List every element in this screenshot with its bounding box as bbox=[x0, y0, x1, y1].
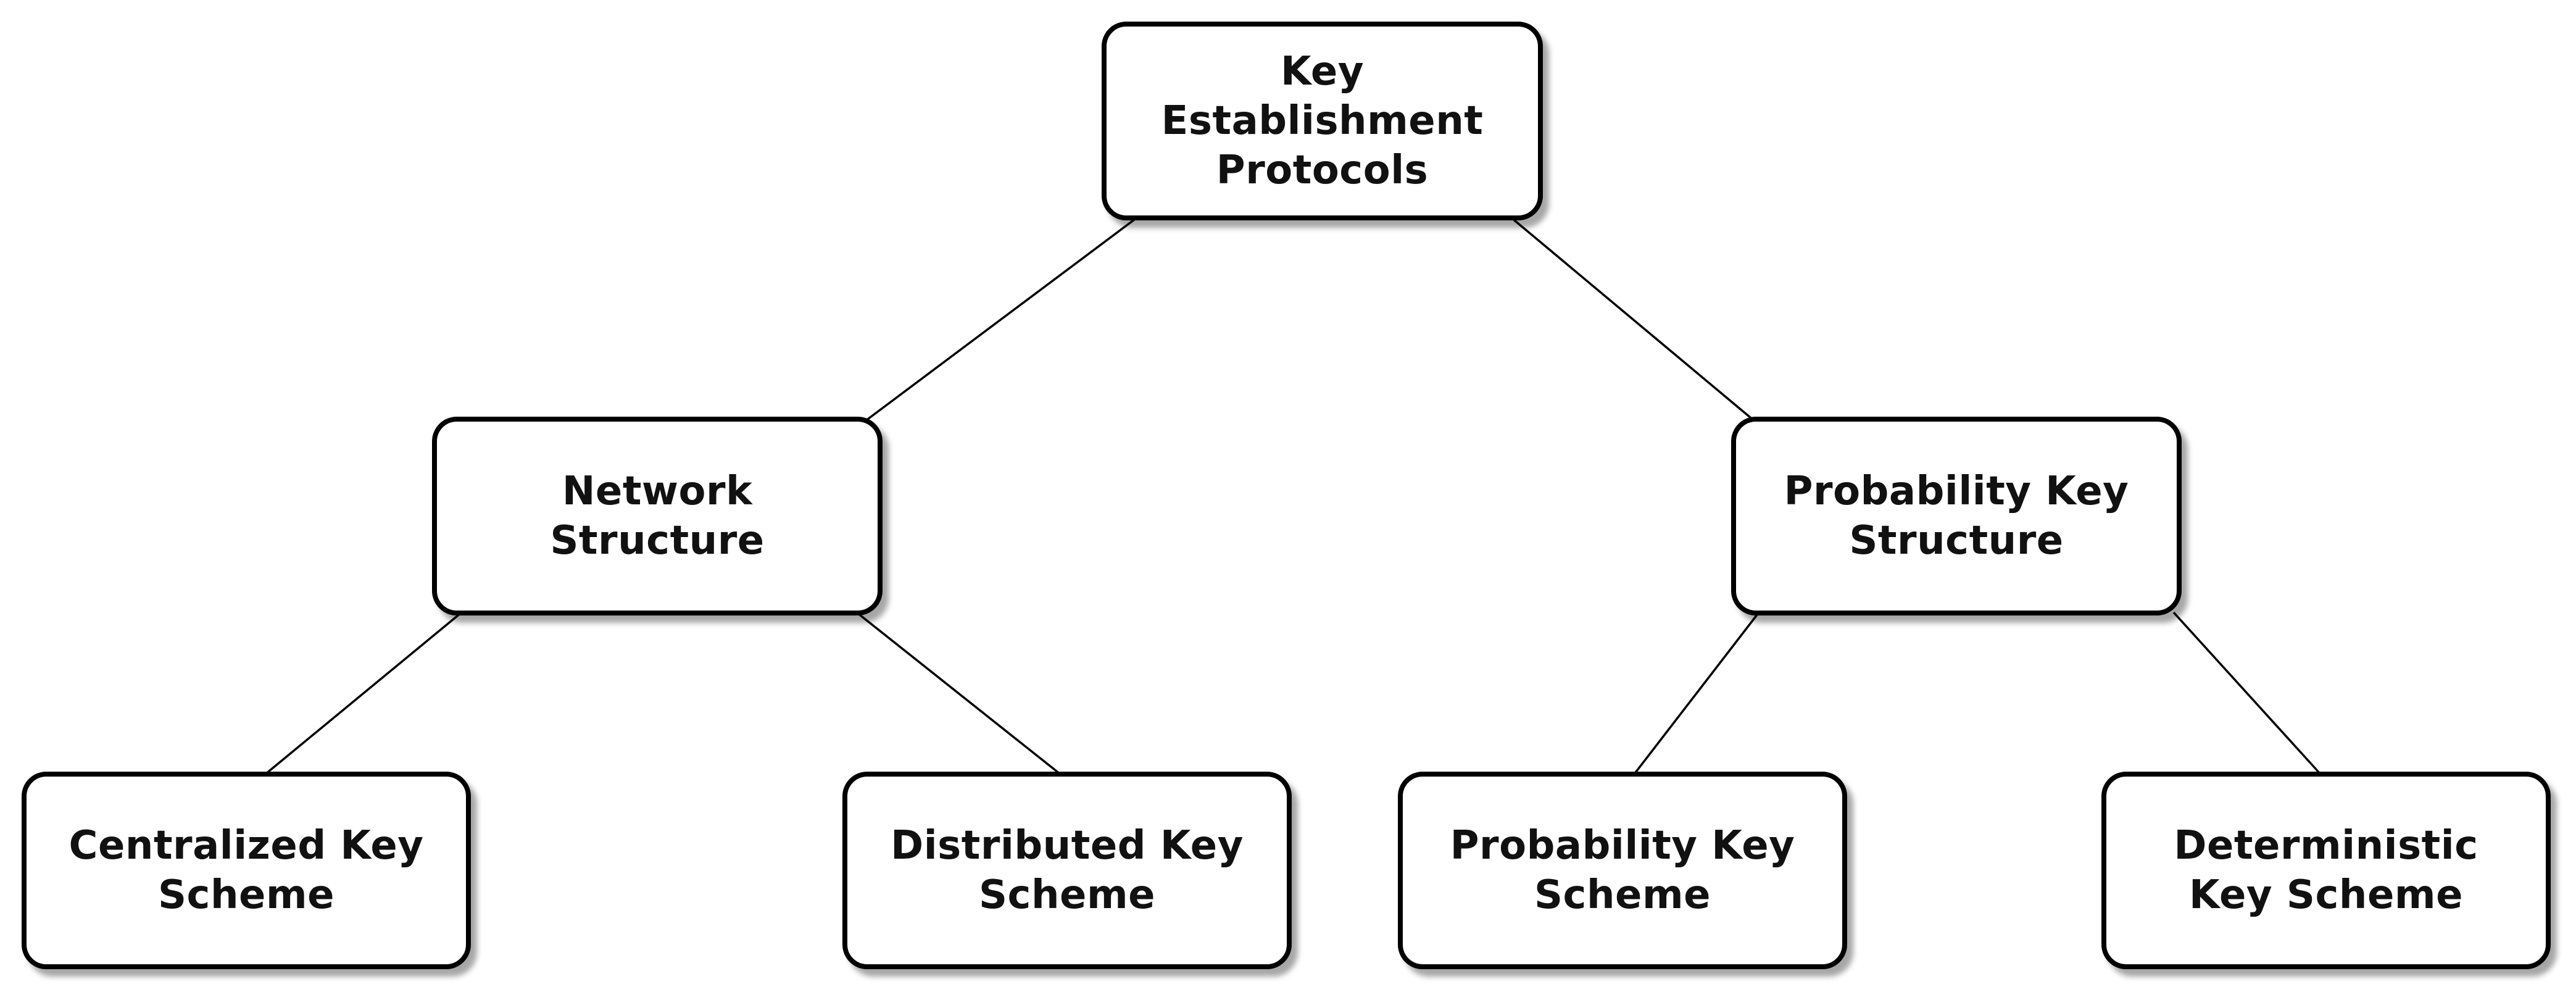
node-label-key-establishment-protocols: Key Establishment Protocols bbox=[1161, 49, 1484, 193]
edge-probability-structure-deterministic bbox=[2172, 611, 2322, 775]
node-probability-key-structure: Probability Key Structure bbox=[1731, 417, 2182, 615]
node-label-distributed-key-scheme: Distributed Key Scheme bbox=[891, 823, 1244, 918]
node-label-centralized-key-scheme: Centralized Key Scheme bbox=[69, 823, 424, 918]
edge-network-centralized bbox=[264, 611, 463, 775]
node-distributed-key-scheme: Distributed Key Scheme bbox=[842, 772, 1292, 969]
node-label-probability-key-scheme: Probability Key Scheme bbox=[1450, 823, 1795, 918]
node-deterministic-key-scheme: Deterministic Key Scheme bbox=[2101, 772, 2551, 969]
edge-network-distributed bbox=[855, 611, 1062, 775]
edge-probability-structure-probability-scheme bbox=[1633, 611, 1760, 775]
edge-root-network bbox=[864, 216, 1139, 422]
node-centralized-key-scheme: Centralized Key Scheme bbox=[22, 772, 471, 969]
node-label-deterministic-key-scheme: Deterministic Key Scheme bbox=[2174, 823, 2478, 918]
edge-root-probability-structure bbox=[1510, 216, 1756, 422]
node-network-structure: Network Structure bbox=[432, 417, 883, 615]
node-probability-key-scheme: Probability Key Scheme bbox=[1398, 772, 1847, 969]
node-key-establishment-protocols: Key Establishment Protocols bbox=[1102, 22, 1543, 220]
node-label-network-structure: Network Structure bbox=[550, 469, 765, 564]
node-label-probability-key-structure: Probability Key Structure bbox=[1784, 469, 2129, 564]
